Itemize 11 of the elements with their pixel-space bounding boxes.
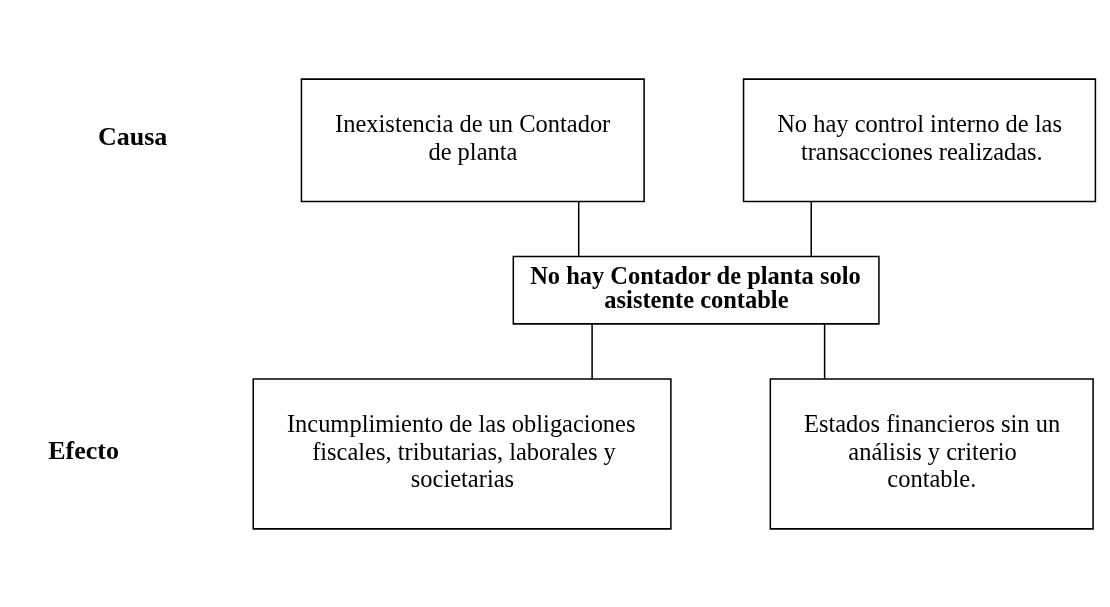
connector — [577, 200, 580, 257]
label: Causa — [97, 121, 168, 151]
node-box: Incumplimiento de las obligaciones fiscales, tributarias, laborales y societarias — [252, 377, 672, 530]
connector — [823, 322, 826, 380]
connector — [591, 322, 593, 380]
node-box: Estados financieros sin un análisis y criterio contable. — [769, 377, 1094, 530]
node-box: Inexistencia de un Contador de planta — [300, 77, 645, 202]
node-box: No hay Contador de planta solo asistente contable — [512, 255, 880, 325]
node-box: No hay control interno de las transacciones realizadas. — [742, 77, 1097, 202]
connector — [810, 200, 812, 257]
label: Efecto — [48, 435, 119, 465]
